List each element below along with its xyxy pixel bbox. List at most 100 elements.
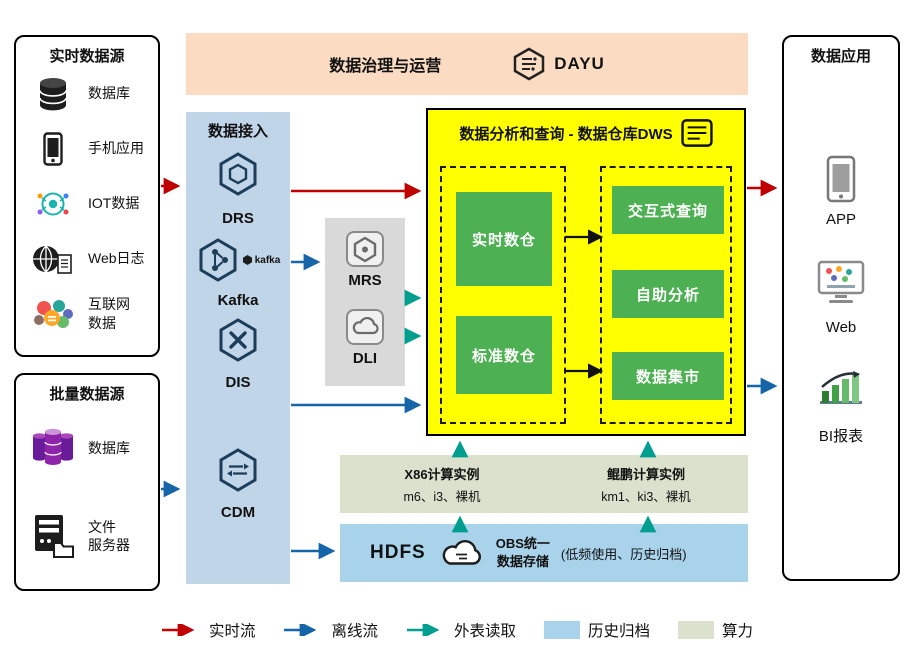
standard-warehouse-node: 标准数仓 <box>456 316 552 394</box>
batch-sources-title: 批量数据源 <box>49 386 125 403</box>
cdm-node <box>186 448 290 492</box>
applications-title: 数据应用 <box>810 48 871 65</box>
data-ingestion-panel: 数据接入 DRS kafka Kafka <box>186 112 290 584</box>
weblog-icon <box>28 244 78 274</box>
drs-node <box>186 152 290 196</box>
legend-item-offline-flow: 离线流 <box>283 619 378 641</box>
warehouse-group: 实时数仓 标准数仓 <box>440 166 566 424</box>
iot-icon <box>28 189 78 219</box>
legend-item-compute-power: 算力 <box>678 619 753 641</box>
data-mart-label: 数据集市 <box>635 368 700 386</box>
source-item-mobile-app: 手机应用 <box>16 121 158 176</box>
dws-panel: 数据分析和查询 - 数据仓库DWS 实时数仓 标准数仓 交互式查询 自助分析 数… <box>426 108 746 436</box>
services-group: 交互式查询 自助分析 数据集市 <box>600 166 732 424</box>
legend-label: 算力 <box>722 623 754 640</box>
obs-cloud-icon <box>442 539 481 565</box>
bi-report-icon <box>784 367 898 407</box>
realtime-sources-title: 实时数据源 <box>49 48 125 65</box>
data-ingestion-title: 数据接入 <box>207 123 268 140</box>
source-label: 文件 服务器 <box>88 518 130 553</box>
source-item-batch-database: 数据库 <box>16 404 158 492</box>
dis-icon <box>219 318 257 362</box>
source-item-database: 数据库 <box>16 66 158 121</box>
file-server-icon <box>28 513 78 559</box>
interactive-query-node: 交互式查询 <box>612 186 724 234</box>
source-label: 互联网 数据 <box>88 296 130 331</box>
processing-panel: MRS DLI <box>325 218 405 386</box>
kafka-node: kafka <box>186 238 290 282</box>
bi-report-label: BI报表 <box>818 428 864 445</box>
dli-icon <box>325 308 405 346</box>
dli-label: DLI <box>352 350 378 367</box>
legend-item-external-read: 外表读取 <box>406 619 516 641</box>
interactive-query-label: 交互式查询 <box>627 202 708 220</box>
legend-label: 实时流 <box>208 623 256 640</box>
data-mart-node: 数据集市 <box>612 352 724 400</box>
app-label: APP <box>825 211 856 228</box>
source-label: Web日志 <box>88 250 145 267</box>
applications-panel: 数据应用 APP Web <box>782 35 900 581</box>
kafka-badge-icon <box>242 255 252 265</box>
x86-instance-spec: m6、i3、裸机 <box>403 489 481 504</box>
realtime-warehouse-node: 实时数仓 <box>456 192 552 286</box>
kunpeng-instance: 鲲鹏计算实例 km1、ki3、裸机 <box>544 455 748 513</box>
source-item-iot: IOT数据 <box>16 176 158 231</box>
archive-swatch <box>544 621 580 639</box>
kafka-badge-label: kafka <box>254 254 281 266</box>
source-label: 数据库 <box>88 85 130 102</box>
cdm-label: CDM <box>220 504 256 521</box>
compute-panel: X86计算实例 m6、i3、裸机 鲲鹏计算实例 km1、ki3、裸机 <box>340 455 748 513</box>
governance-title: 数据治理与运营 <box>329 58 442 75</box>
storage-note: (低频使用、历史归档) <box>560 546 687 562</box>
source-label: 数据库 <box>88 439 130 456</box>
source-item-internet-data: 互联网 数据 <box>16 286 158 341</box>
internet-data-icon <box>28 298 78 330</box>
web-icon <box>784 259 898 305</box>
self-service-analysis-label: 自助分析 <box>635 286 700 304</box>
batch-sources-panel: 批量数据源 数据库 <box>14 373 160 591</box>
dayu-label: DAYU <box>554 54 605 73</box>
web-label: Web <box>825 319 857 336</box>
standard-warehouse-label: 标准数仓 <box>471 347 536 365</box>
kafka-icon <box>199 238 237 282</box>
offline-flow-arrow-icon <box>284 624 317 636</box>
kafka-badge: kafka <box>242 254 281 266</box>
legend-item-realtime-flow: 实时流 <box>161 619 256 641</box>
database-icon <box>28 76 78 112</box>
storage-panel: HDFS OBS统一 数据存储 (低频使用、历史归档) <box>340 524 748 582</box>
dws-header: 数据分析和查询 - 数据仓库DWS <box>428 119 744 147</box>
realtime-sources-panel: 实时数据源 数据库 手机应用 <box>14 35 160 357</box>
legend-item-archive: 历史归档 <box>544 619 650 641</box>
compute-swatch <box>678 621 715 639</box>
mrs-label: MRS <box>348 272 382 289</box>
kunpeng-instance-spec: km1、ki3、裸机 <box>601 489 691 504</box>
drs-icon <box>219 152 257 196</box>
app-phone-icon <box>784 155 898 203</box>
realtime-warehouse-label: 实时数仓 <box>471 231 536 249</box>
legend-label: 离线流 <box>331 623 378 640</box>
dayu-brand: DAYU <box>511 47 605 81</box>
legend-label: 历史归档 <box>588 623 651 640</box>
dws-report-icon <box>680 119 713 147</box>
realtime-flow-arrow-icon <box>161 624 195 636</box>
self-service-analysis-node: 自助分析 <box>612 270 724 318</box>
obs-label: OBS统一 数据存储 <box>495 536 550 569</box>
x86-instance: X86计算实例 m6、i3、裸机 <box>340 455 544 513</box>
governance-bar: 数据治理与运营 DAYU <box>186 33 748 95</box>
kafka-label: Kafka <box>217 292 259 309</box>
hdfs-label: HDFS <box>370 542 426 563</box>
purple-database-icon <box>28 426 78 470</box>
external-read-arrow-icon <box>406 624 440 636</box>
mrs-icon <box>325 230 405 268</box>
source-label: IOT数据 <box>88 195 140 212</box>
legend-bar: 实时流 离线流 外表读取 历史归档 算力 <box>0 612 914 648</box>
source-item-weblog: Web日志 <box>16 231 158 286</box>
cdm-icon <box>219 448 257 492</box>
source-label: 手机应用 <box>88 140 144 157</box>
kunpeng-instance-name: 鲲鹏计算实例 <box>606 466 685 482</box>
dis-node <box>186 318 290 362</box>
x86-instance-name: X86计算实例 <box>404 466 480 482</box>
source-item-file-server: 文件 服务器 <box>16 492 158 580</box>
legend-label: 外表读取 <box>453 623 516 640</box>
dws-title: 数据分析和查询 - 数据仓库DWS <box>459 125 673 143</box>
